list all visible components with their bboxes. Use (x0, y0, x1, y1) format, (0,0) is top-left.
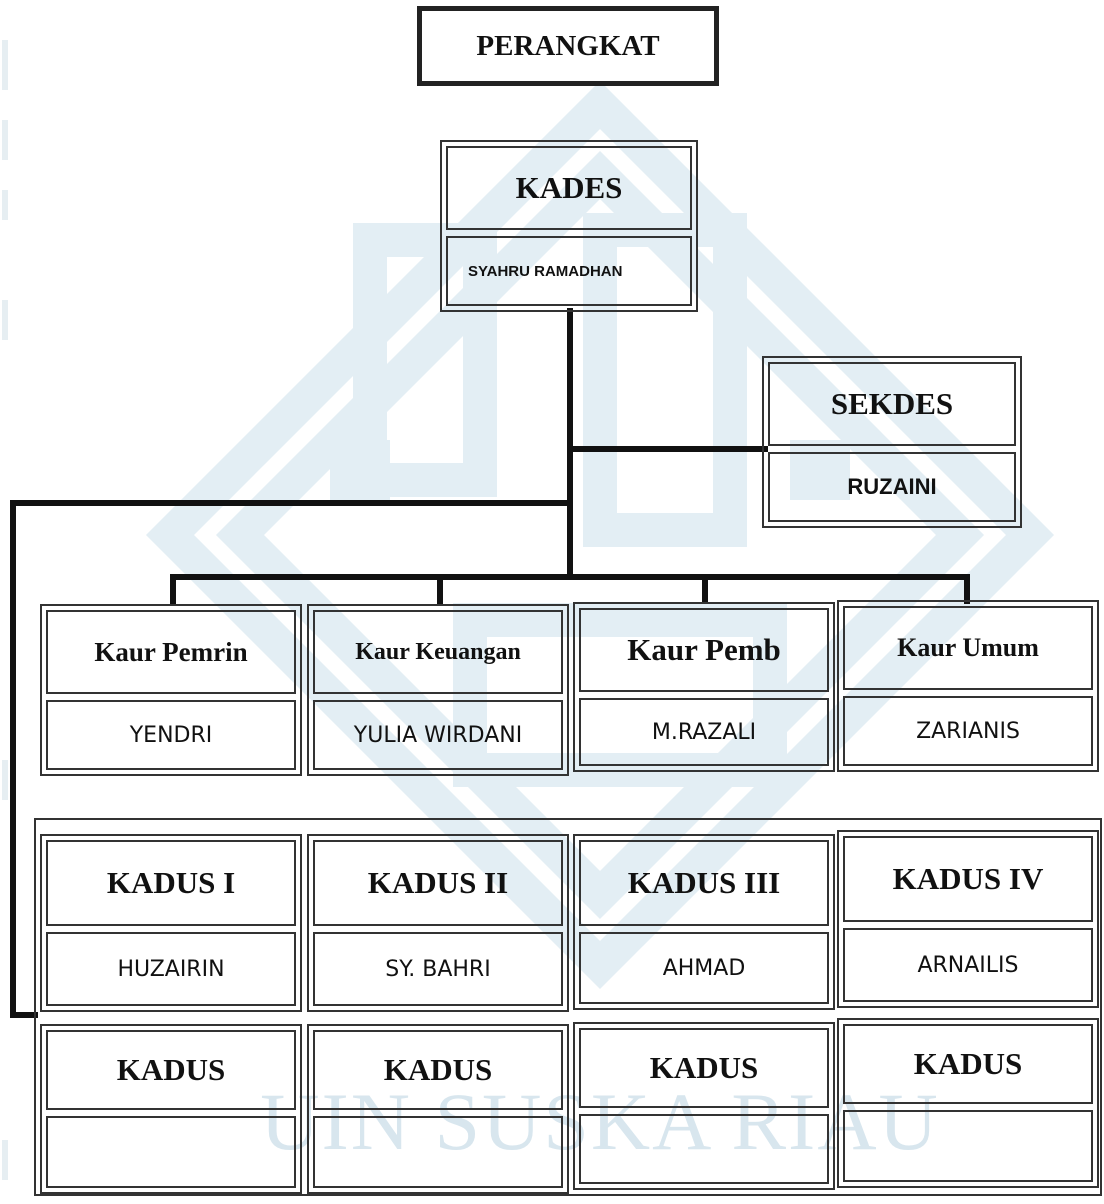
kadus-3-name: AHMAD (579, 932, 829, 1004)
kadus-3-title: KADUS III (579, 840, 829, 926)
kadus-6-box: KADUS (307, 1024, 569, 1194)
kaur-keuangan-title: Kaur Keuangan (313, 610, 563, 694)
kadus-2-title: KADUS II (313, 840, 563, 926)
kaur-pemrin-box: Kaur Pemrin YENDRI (40, 604, 302, 776)
kadus-7-title: KADUS (579, 1028, 829, 1108)
kadus-6-name (313, 1116, 563, 1188)
page-title: PERANGKAT (417, 6, 719, 86)
kadus-4-box: KADUS IV ARNAILIS (837, 830, 1099, 1008)
kades-title: KADES (446, 146, 692, 230)
sekdes-name: RUZAINI (768, 452, 1016, 522)
kadus-8-box: KADUS (837, 1018, 1099, 1188)
kadus-7-box: KADUS (573, 1022, 835, 1190)
kadus-2-box: KADUS II SY. BAHRI (307, 834, 569, 1012)
kadus-2-name: SY. BAHRI (313, 932, 563, 1006)
kadus-5-name (46, 1116, 296, 1188)
kaur-keuangan-name: YULIA WIRDANI (313, 700, 563, 770)
kaur-pemrin-title: Kaur Pemrin (46, 610, 296, 694)
kadus-group-frame (34, 818, 1102, 1196)
kadus-1-title: KADUS I (46, 840, 296, 926)
kades-name: SYAHRU RAMADHAN (446, 236, 692, 306)
sekdes-box: SEKDES RUZAINI (762, 356, 1022, 528)
kaur-umum-box: Kaur Umum ZARIANIS (837, 600, 1099, 772)
kaur-pemrin-name: YENDRI (46, 700, 296, 770)
kadus-8-name (843, 1110, 1093, 1182)
kaur-pemb-name: M.RAZALI (579, 698, 829, 766)
kaur-umum-name: ZARIANIS (843, 696, 1093, 766)
kadus-3-box: KADUS III AHMAD (573, 834, 835, 1010)
kadus-5-box: KADUS (40, 1024, 302, 1194)
kadus-1-box: KADUS I HUZAIRIN (40, 834, 302, 1012)
kaur-keuangan-box: Kaur Keuangan YULIA WIRDANI (307, 604, 569, 776)
kadus-6-title: KADUS (313, 1030, 563, 1110)
kadus-5-title: KADUS (46, 1030, 296, 1110)
kaur-umum-title: Kaur Umum (843, 606, 1093, 690)
kaur-pemb-box: Kaur Pemb M.RAZALI (573, 602, 835, 772)
kades-box: KADES SYAHRU RAMADHAN (440, 140, 698, 312)
kadus-7-name (579, 1114, 829, 1184)
kadus-1-name: HUZAIRIN (46, 932, 296, 1006)
kadus-4-title: KADUS IV (843, 836, 1093, 922)
kaur-pemb-title: Kaur Pemb (579, 608, 829, 692)
kadus-4-name: ARNAILIS (843, 928, 1093, 1002)
sekdes-title: SEKDES (768, 362, 1016, 446)
kadus-8-title: KADUS (843, 1024, 1093, 1104)
side-watermark-strip (2, 40, 8, 1180)
